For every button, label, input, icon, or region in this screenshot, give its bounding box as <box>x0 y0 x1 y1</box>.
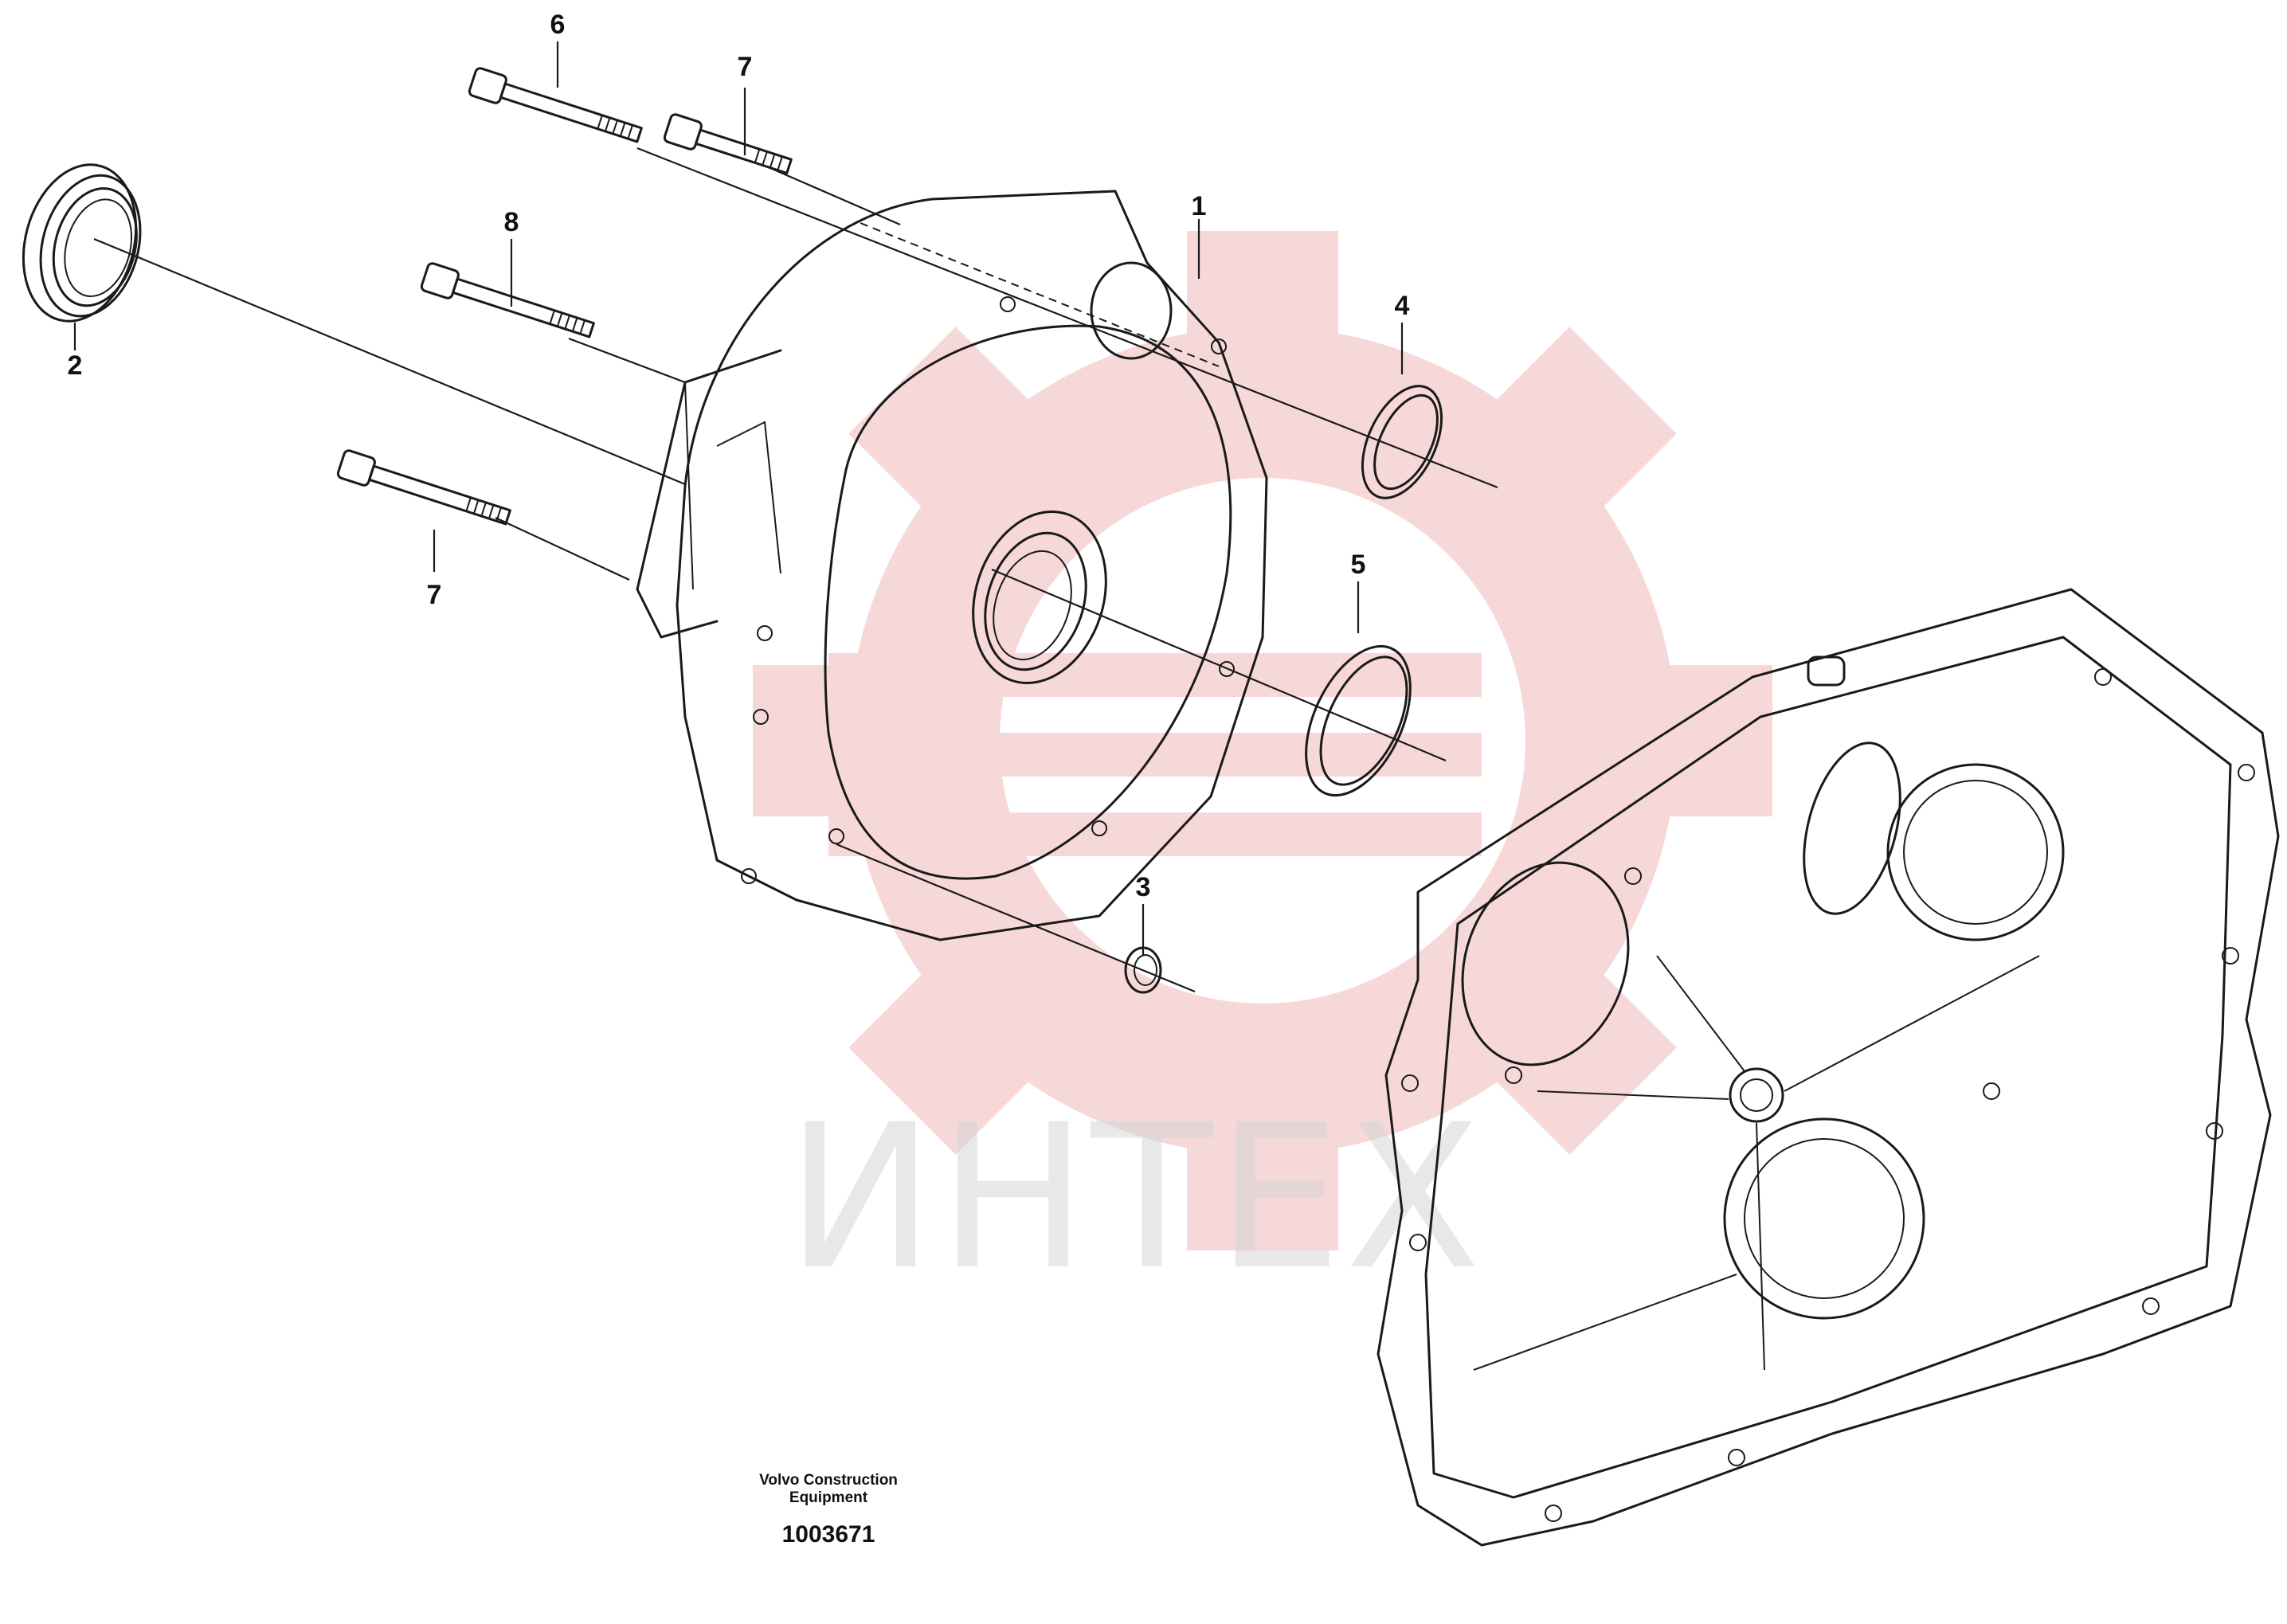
callout-7-top: 7 <box>738 52 753 82</box>
seal-ring-icon <box>22 163 142 323</box>
manufacturer-line-2: Equipment <box>789 1489 868 1506</box>
leader-lines <box>73 41 1498 993</box>
callout-7-bottom: 7 <box>427 580 442 610</box>
callout-1: 1 <box>1192 191 1207 221</box>
callout-2: 2 <box>68 350 83 381</box>
manufacturer-line-1: Volvo Construction <box>759 1472 898 1489</box>
callout-3: 3 <box>1136 872 1151 902</box>
watermark-text: ИНТЕХ <box>786 1082 1485 1313</box>
callout-4: 4 <box>1395 291 1410 321</box>
drawing-number: 1003671 <box>781 1521 875 1548</box>
gear-case-icon <box>1377 588 2280 1547</box>
callout-8: 8 <box>504 207 519 237</box>
callout-6: 6 <box>550 10 566 40</box>
o-ring-icon <box>1124 385 1443 994</box>
drawing-caption: Volvo Construction Equipment 1003671 <box>685 1472 972 1548</box>
bolt-icon <box>336 67 793 526</box>
housing-cover-icon <box>636 190 1268 941</box>
callout-5: 5 <box>1351 550 1366 580</box>
